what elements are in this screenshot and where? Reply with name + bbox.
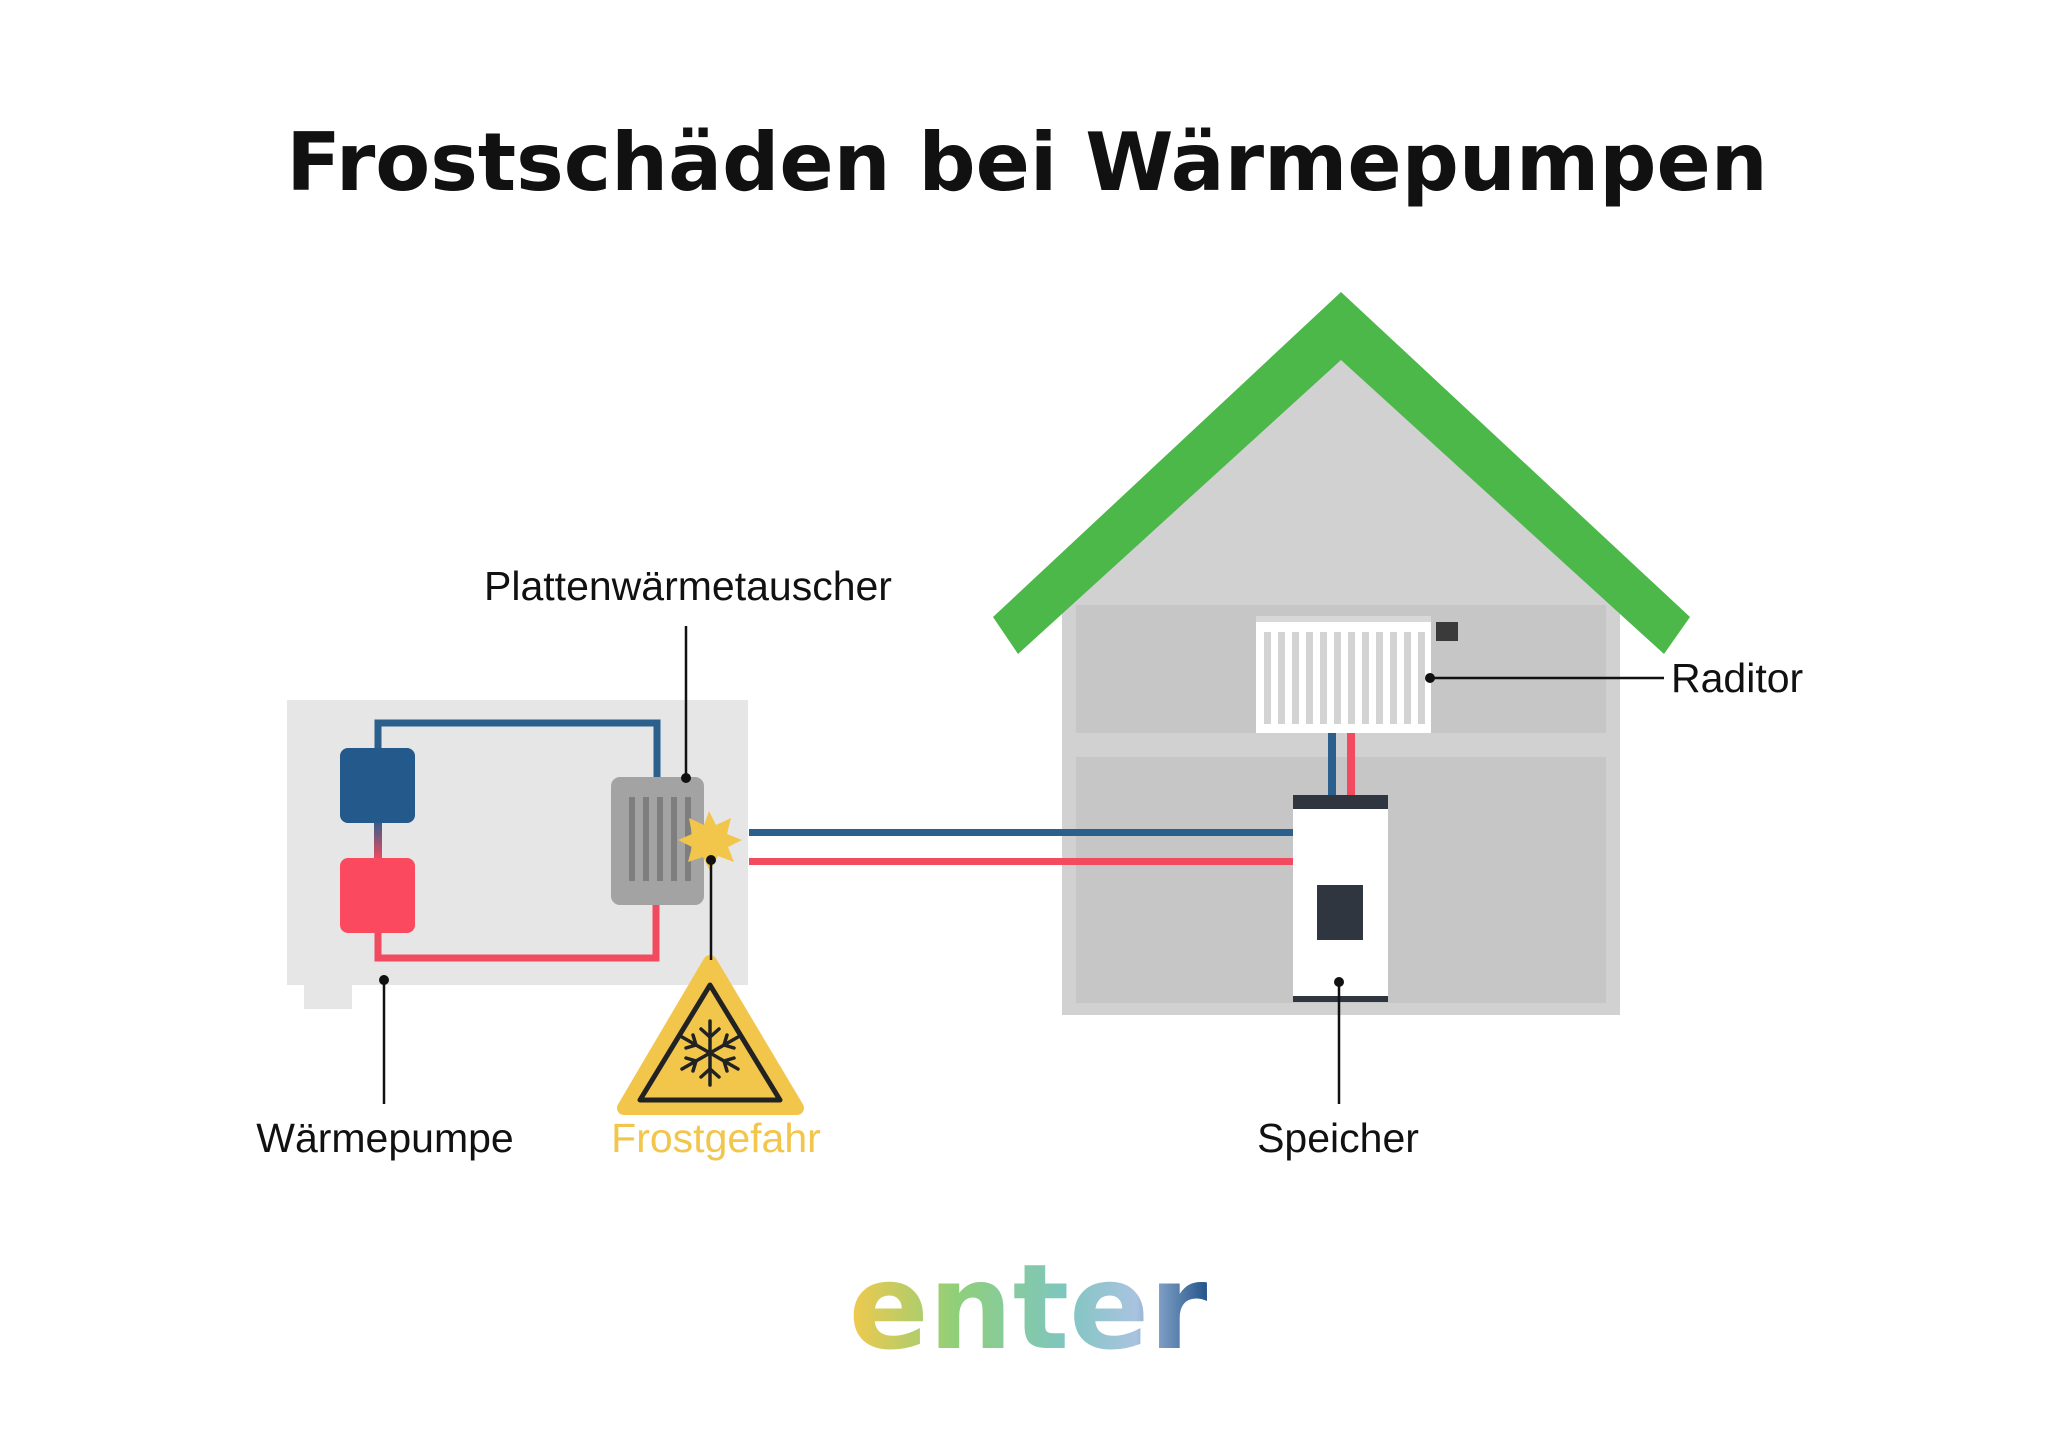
cold-supply-pipe <box>749 829 1296 836</box>
brand-logo: enter <box>849 1238 1208 1376</box>
thermostat-valve <box>1436 622 1458 641</box>
radiator <box>1256 616 1458 733</box>
hot-component <box>340 858 415 933</box>
label-heat-pump: Wärmepumpe <box>256 1115 513 1161</box>
internal-hot-line <box>374 900 660 962</box>
radiator-hot-pipe <box>1347 733 1355 797</box>
tank-display <box>1317 885 1363 940</box>
label-heat-exchanger: Plattenwärmetauscher <box>484 563 892 609</box>
leader-lines <box>382 626 1664 1104</box>
label-radiator: Raditor <box>1671 655 1803 701</box>
leader-dots <box>379 673 1435 987</box>
heat-pump-unit <box>287 700 748 1009</box>
snowflake-icon <box>680 1019 740 1087</box>
warning-triangle-icon <box>617 955 804 1115</box>
radiator-body <box>1256 616 1431 733</box>
hot-supply-pipe <box>749 858 1296 865</box>
burst-icon <box>678 811 742 871</box>
cold-component <box>340 748 415 823</box>
page-title: Frostschäden bei Wärmepumpen <box>286 116 1767 209</box>
internal-cold-line <box>374 719 661 785</box>
label-frost-warning: Frostgefahr <box>611 1115 821 1161</box>
heat-pump-foot <box>304 984 352 1009</box>
storage-tank <box>1293 795 1388 1002</box>
label-storage: Speicher <box>1257 1115 1419 1161</box>
radiator-cold-pipe <box>1328 733 1336 797</box>
